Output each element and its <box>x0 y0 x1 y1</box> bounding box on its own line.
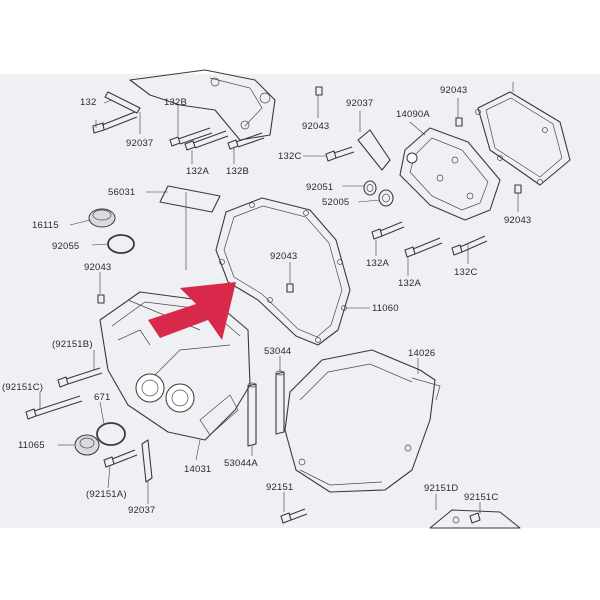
oil-filler-cap-16115 <box>88 208 116 228</box>
bolt-132a-right2 <box>404 237 443 258</box>
label-92151c-right: 92151C <box>464 492 498 503</box>
dowel-92043-top <box>315 86 323 96</box>
bolt-92151b <box>57 367 103 388</box>
bottom-right-part <box>429 509 521 529</box>
bolt-92151c-right <box>469 512 481 524</box>
top-left-bracket <box>129 69 276 141</box>
bolt-92151c-left <box>25 395 83 420</box>
label-132a-r: 132A <box>366 258 389 269</box>
o-ring-671 <box>96 422 126 446</box>
label-92043-right: 92043 <box>504 215 531 226</box>
label-132a: 132A <box>186 166 209 177</box>
bolt-132c-right <box>451 235 488 256</box>
plate-92037-mid <box>357 129 391 171</box>
label-92151b: (92151B) <box>52 339 93 350</box>
dowel-92043-right <box>514 184 522 194</box>
label-11060: 11060 <box>372 303 399 314</box>
label-56031: 56031 <box>108 187 135 198</box>
part-number-labels: 132 132B 92037 132A 132B 92043 92037 140… <box>2 85 531 516</box>
bolt-132c-top <box>325 146 355 162</box>
label-11065: 11065 <box>18 440 45 451</box>
label-92043-top: 92043 <box>302 121 329 132</box>
label-53044a: 53044A <box>224 458 258 469</box>
label-132a-r2: 132A <box>398 278 421 289</box>
seal-52005 <box>378 189 394 207</box>
label-92051: 92051 <box>306 182 333 193</box>
label-92043-tr: 92043 <box>440 85 467 96</box>
label-92037: 92037 <box>126 138 153 149</box>
clutch-cover-14031 <box>99 291 251 441</box>
parts-diagram-sheet <box>0 74 600 528</box>
bolt-132b-top <box>169 127 213 147</box>
gasket-top-right <box>475 91 571 186</box>
dowel-92043-tr <box>455 117 463 127</box>
dowel-92043-gasket <box>286 283 294 293</box>
label-132b-2: 132B <box>226 166 249 177</box>
label-132c: 132C <box>278 151 302 162</box>
leader-lines <box>39 82 519 514</box>
o-ring-92055 <box>107 234 135 254</box>
label-92151d: 92151D <box>424 483 458 494</box>
bolt-132b-mid <box>227 132 265 150</box>
bolt-132a-top <box>184 130 229 151</box>
label-53044: 53044 <box>264 346 291 357</box>
washer-92051 <box>363 180 377 196</box>
label-92037-mid: 92037 <box>346 98 373 109</box>
stud-92037-bottom <box>141 439 153 483</box>
label-14090a: 14090A <box>396 109 430 120</box>
label-92151c-left: (92151C) <box>2 382 43 393</box>
label-14026: 14026 <box>408 348 435 359</box>
bolt-92151a <box>103 449 138 468</box>
pin-53044 <box>275 370 285 435</box>
label-92043-gasket: 92043 <box>270 251 297 262</box>
label-132c-r: 132C <box>454 267 478 278</box>
gasket-11060 <box>215 197 351 346</box>
label-92151a: (92151A) <box>86 489 127 500</box>
dowel-pin-132 <box>104 91 141 114</box>
pin-53044a <box>247 382 257 447</box>
label-92055: 92055 <box>52 241 79 252</box>
generator-cover-14026 <box>284 349 441 493</box>
label-132b: 132B <box>164 97 187 108</box>
label-92037-bottom: 92037 <box>128 505 155 516</box>
label-671: 671 <box>94 392 110 403</box>
bolt-92151 <box>280 508 308 524</box>
label-52005: 52005 <box>322 197 349 208</box>
cover-14090a <box>399 127 501 221</box>
label-14031: 14031 <box>184 464 211 475</box>
label-16115: 16115 <box>32 220 59 231</box>
label-92043-left: 92043 <box>84 262 111 273</box>
label-92151: 92151 <box>266 482 293 493</box>
plate-56031 <box>159 185 221 213</box>
bolt-92037-top <box>92 111 138 134</box>
dowel-92043-left <box>97 294 105 304</box>
bolt-132a-right <box>371 221 405 240</box>
cap-11065 <box>74 434 100 456</box>
highlight-arrow <box>148 282 236 340</box>
label-132: 132 <box>80 97 96 108</box>
